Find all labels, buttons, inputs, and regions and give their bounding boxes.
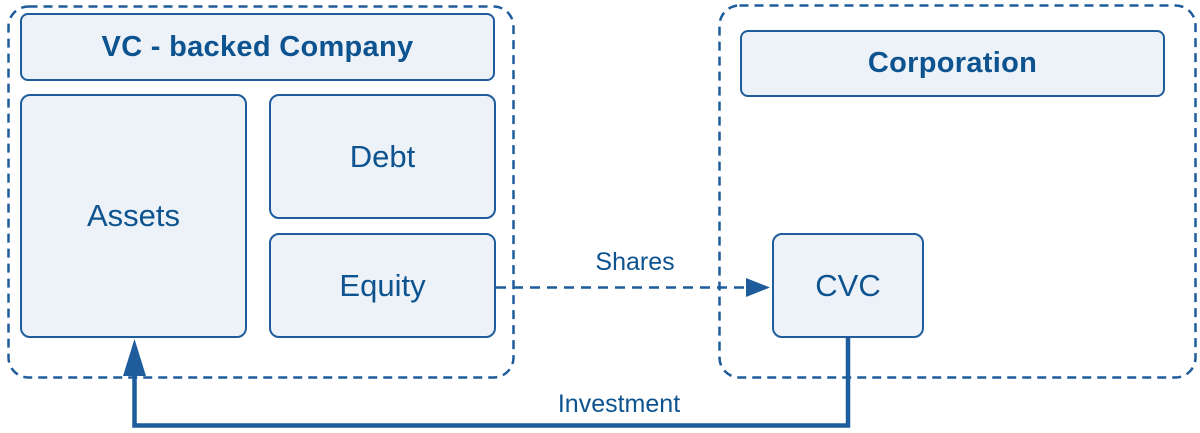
shares-arrow	[496, 278, 770, 297]
investment-flow-label: Investment	[557, 390, 681, 418]
debt-box: Debt	[269, 94, 496, 219]
assets-box: Assets	[20, 94, 247, 338]
vc-company-title: VC - backed Company	[20, 13, 495, 81]
shares-arrowhead-icon	[746, 278, 770, 297]
assets-label: Assets	[86, 198, 181, 233]
corporation-title: Corporation	[740, 30, 1165, 97]
cvc-box: CVC	[772, 233, 924, 338]
equity-label: Equity	[339, 267, 426, 303]
cvc-label: CVC	[815, 267, 881, 303]
equity-box: Equity	[269, 233, 496, 338]
shares-flow-label: Shares	[595, 248, 675, 276]
investment-arrow-line	[132, 338, 851, 428]
investment-arrowhead-icon	[123, 339, 146, 376]
investment-arrow	[123, 338, 851, 428]
corporation-title-label: Corporation	[867, 47, 1038, 79]
vc-company-title-label: VC - backed Company	[101, 30, 414, 63]
debt-label: Debt	[349, 138, 416, 174]
